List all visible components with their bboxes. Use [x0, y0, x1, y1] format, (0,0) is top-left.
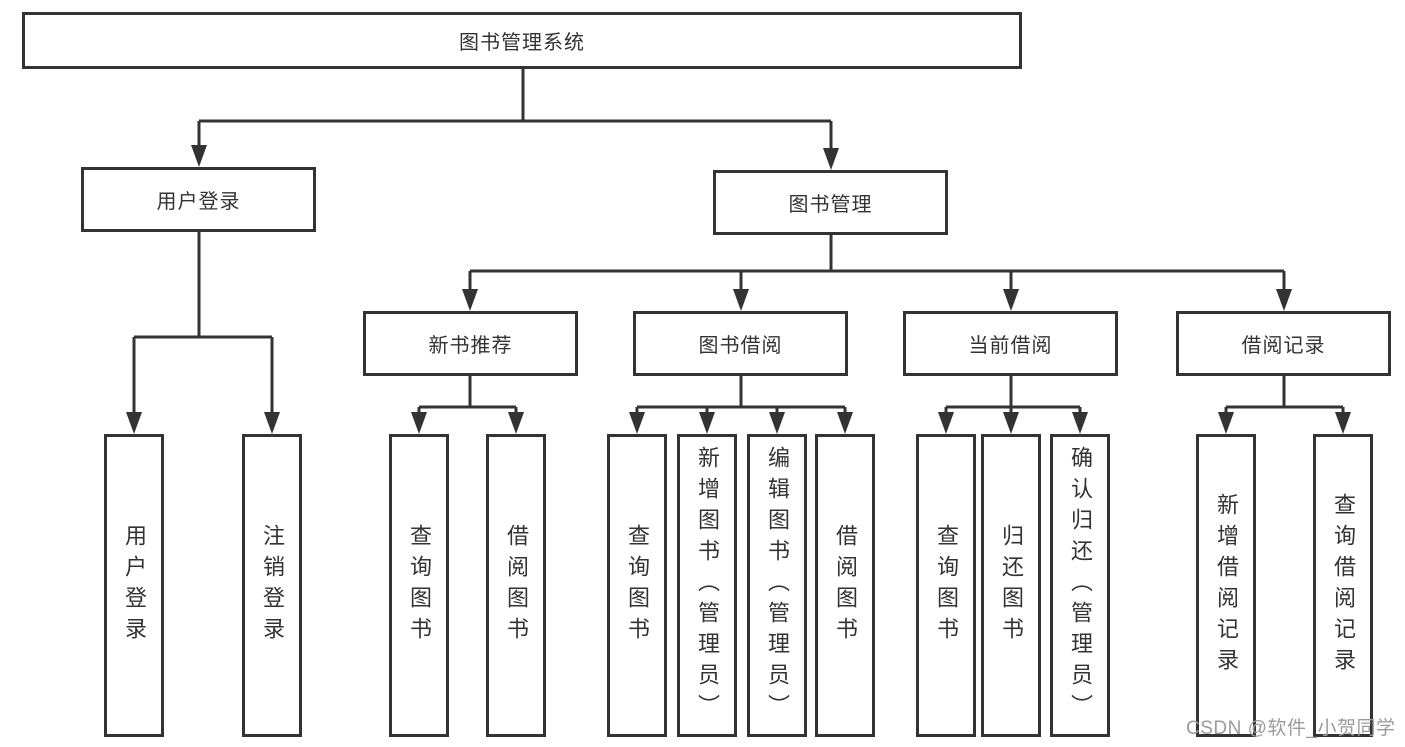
node-new-book-recommend: 新书推荐: [363, 311, 578, 376]
node-leaf-cb-confirm-return-admin: 确认归还（管理员）: [1050, 434, 1110, 737]
node-leaf-user-login: 用户登录: [104, 434, 164, 737]
node-leaf-rec-borrow-book: 借阅图书: [486, 434, 546, 737]
csdn-watermark: CSDN @软件_小贺同学: [1186, 718, 1396, 739]
node-leaf-bb-add-book-admin: 新增图书（管理员）: [677, 434, 737, 737]
node-current-borrow: 当前借阅: [903, 311, 1118, 376]
node-book-management: 图书管理: [713, 170, 948, 235]
node-leaf-cb-return-book: 归还图书: [981, 434, 1041, 737]
node-user-login: 用户登录: [81, 167, 316, 232]
node-leaf-bb-borrow-book: 借阅图书: [815, 434, 875, 737]
node-leaf-br-query-record: 查询借阅记录: [1313, 434, 1373, 737]
node-leaf-cb-query-book: 查询图书: [916, 434, 976, 737]
node-book-borrow: 图书借阅: [633, 311, 848, 376]
node-leaf-logout: 注销登录: [242, 434, 302, 737]
node-leaf-rec-query-book: 查询图书: [389, 434, 449, 737]
node-library-management-system: 图书管理系统: [22, 12, 1022, 69]
node-borrow-record: 借阅记录: [1176, 311, 1391, 376]
node-leaf-bb-edit-book-admin: 编辑图书（管理员）: [747, 434, 807, 737]
node-leaf-bb-query-book: 查询图书: [607, 434, 667, 737]
arrowheads: [126, 145, 1351, 434]
node-leaf-br-add-record: 新增借阅记录: [1196, 434, 1256, 737]
